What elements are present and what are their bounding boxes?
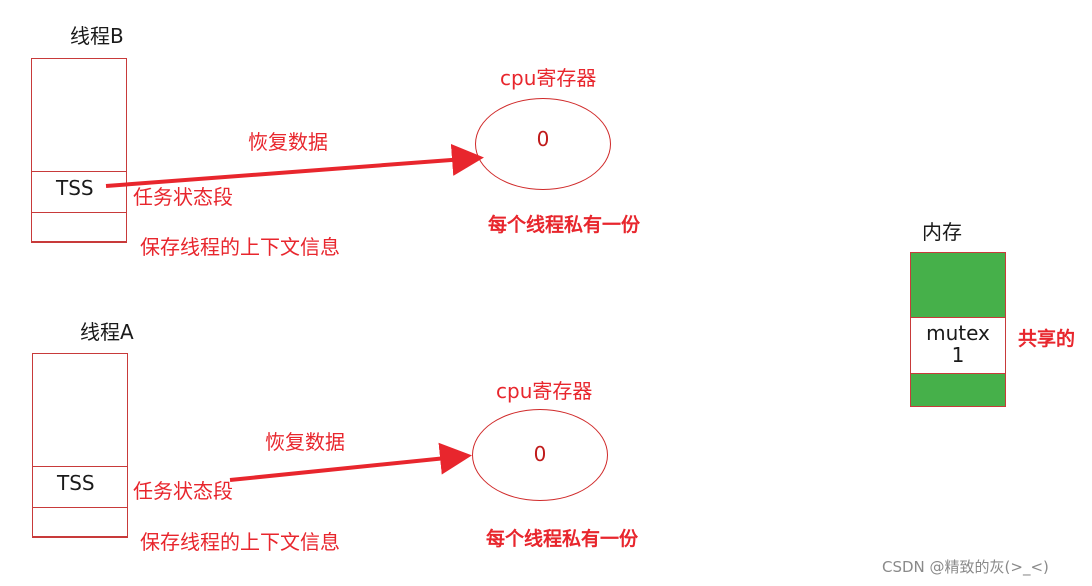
thread-b-tss-desc: 任务状态段 [133,185,233,209]
memory-block-bottom [910,373,1006,407]
memory-var-name: mutex [926,321,990,345]
thread-b-arrow-label: 恢复数据 [248,130,328,154]
thread-b-cpu-title: cpu寄存器 [500,66,597,90]
thread-b-private-note: 每个线程私有一份 [488,214,641,236]
thread-a-stack [32,353,128,538]
thread-a-title: 线程A [80,320,134,344]
memory-mutex-cell: mutex 1 [910,317,1006,374]
thread-b-title: 线程B [70,24,124,48]
watermark: CSDN @精致的灰(>_<) [882,558,1049,576]
thread-b-tss-label: TSS [56,176,94,200]
memory-var-value: 1 [951,343,965,367]
thread-b-context-cell [31,212,127,243]
thread-a-cpu-register: 0 [472,409,608,501]
thread-a-private-note: 每个线程私有一份 [486,528,639,550]
thread-a-tss-label: TSS [57,471,95,495]
thread-b-restore-arrow [105,143,484,188]
thread-a-context-desc: 保存线程的上下文信息 [140,530,340,554]
thread-a-register-value: 0 [533,442,547,466]
thread-b-stack [31,58,127,243]
memory-block-top [910,252,1006,318]
memory-shared-note: 共享的 [1018,328,1076,350]
thread-b-context-desc: 保存线程的上下文信息 [140,235,340,259]
thread-a-restore-arrow [229,442,472,482]
thread-a-context-cell [32,507,128,538]
thread-a-cpu-title: cpu寄存器 [496,379,593,403]
memory-title: 内存 [922,220,962,244]
thread-a-arrow-label: 恢复数据 [265,430,345,454]
thread-a-tss-desc: 任务状态段 [133,479,233,503]
thread-b-register-value: 0 [536,127,550,151]
